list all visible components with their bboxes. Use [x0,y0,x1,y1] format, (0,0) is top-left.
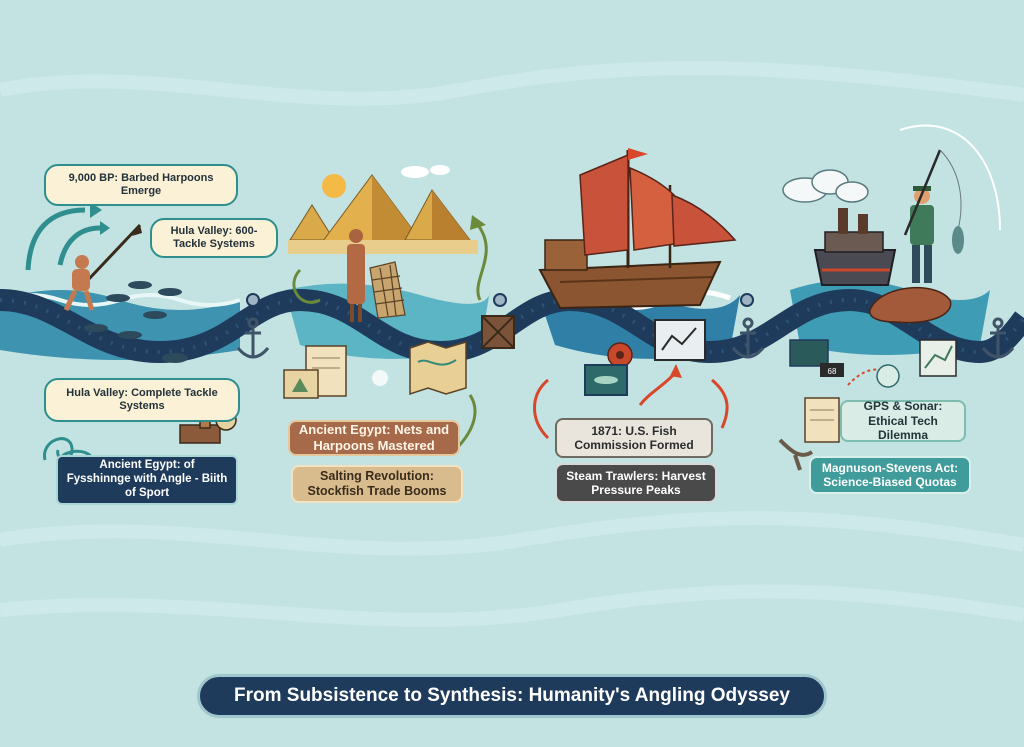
label-fish-commission: 1871: U.S. Fish Commission Formed [555,418,713,458]
sailing-ship-icon [538,148,737,310]
label-gps-sonar: GPS & Sonar: Ethical Tech Dilemma [840,399,966,442]
label-steam-trawlers: Steam Trawlers: Harvest Pressure Peaks [555,463,717,503]
steamship-icon [813,208,897,286]
sand-bank [288,240,478,254]
map-icon [372,340,467,396]
timeline-rivets [246,293,754,307]
label-salting-revolution: Salting Revolution: Stockfish Trade Boom… [291,465,463,503]
scroll-icon [778,397,840,471]
anchor-icon [981,317,1015,359]
rock-icon [869,287,952,324]
label-ancient-egypt-sport: Ancient Egypt: of Fysshinnge with Angle … [56,455,238,505]
label-hula-600-tackle: Hula Valley: 600- Tackle Systems [150,218,278,258]
background-waves [0,61,1024,627]
label-hula-complete-tackle: Hula Valley: Complete Tackle Systems [44,378,240,422]
gauge-readout: 68 [828,367,837,376]
egyptian-fisher-figure [347,229,365,322]
fishing-rod-icon [899,124,1001,254]
gear-icon [607,342,633,368]
sun-icon [322,174,346,198]
crate-icon [481,315,515,349]
era2-arrows [292,224,488,452]
chart-icon [584,319,706,396]
cloud-icon [401,165,450,178]
page-title: From Subsistence to Synthesis: Humanity'… [197,674,827,718]
anchor-icon [731,317,765,359]
modern-angler-figure [910,186,934,283]
harpoon-fisher-figure [63,223,142,312]
sonar-display-icon: 68 [789,339,957,388]
label-magnuson-stevens: Magnuson-Stevens Act: Science-Biased Quo… [809,456,971,494]
fishing-net-icon [369,261,406,319]
label-egypt-nets-harpoons: Ancient Egypt: Nets and Harpoons Mastere… [288,420,460,456]
pyramid-icon [289,174,472,246]
cloud-icon [782,169,869,203]
scroll-icon [283,345,347,399]
label-barbed-harpoons: 9,000 BP: Barbed Harpoons Emerge [44,164,238,206]
anchor-icon [236,317,270,359]
era1-arrows [25,207,101,271]
fish-icon [84,281,188,363]
